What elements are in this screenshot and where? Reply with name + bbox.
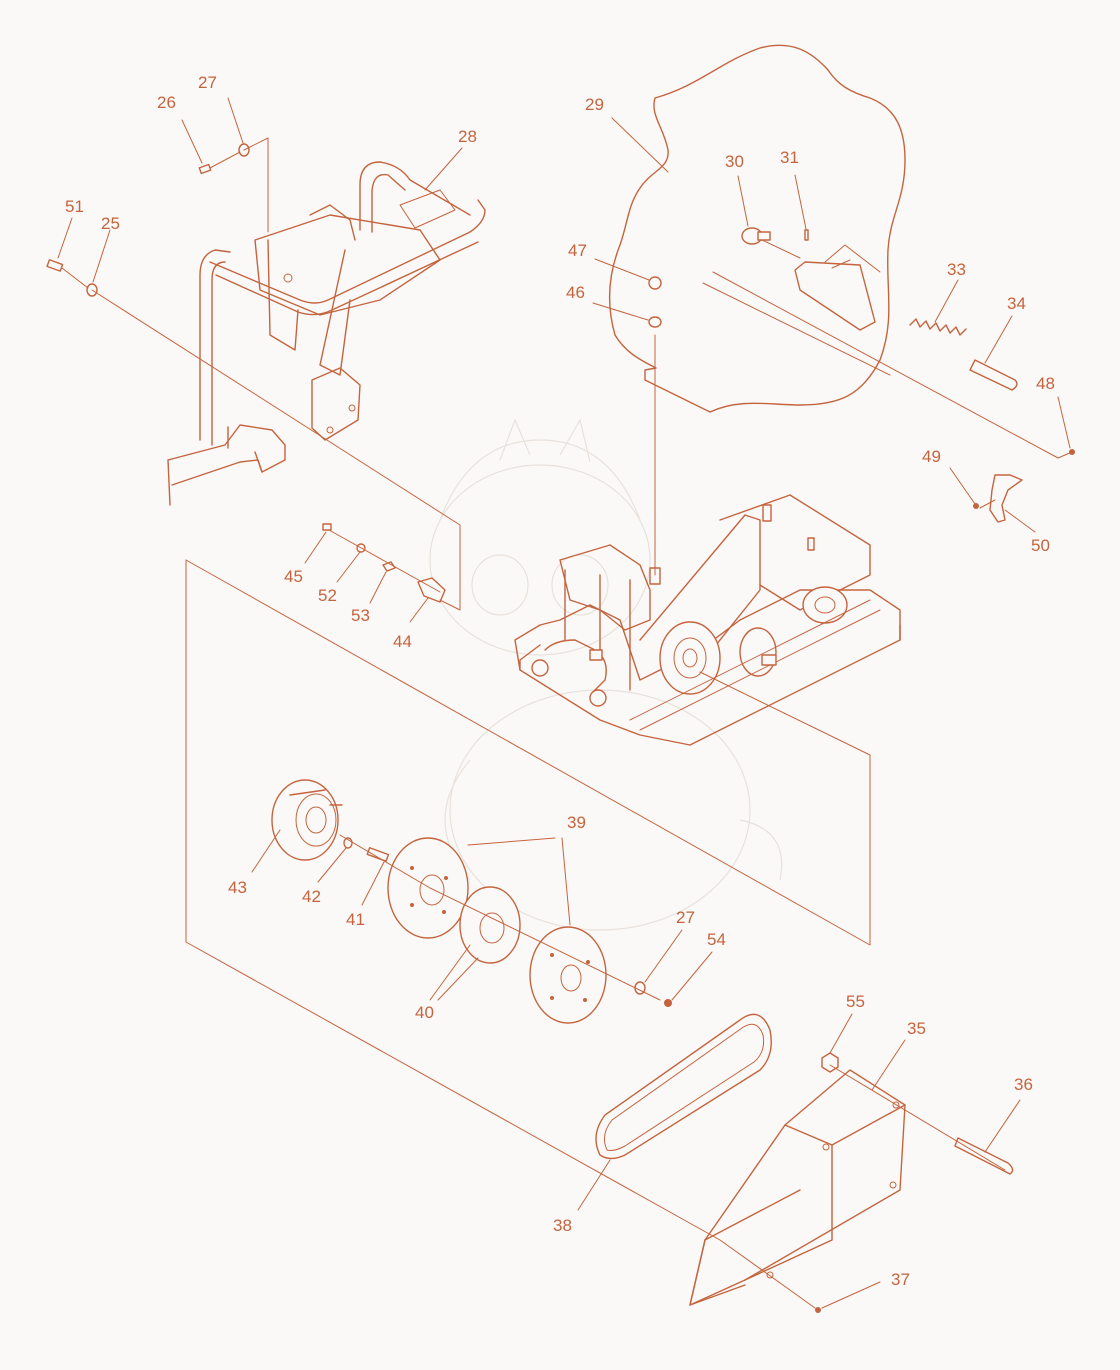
callout-46: 46	[566, 283, 585, 302]
callout-27b: 27	[676, 908, 695, 927]
callout-47: 47	[568, 241, 587, 260]
callout-28: 28	[458, 127, 477, 146]
belt-guard	[689, 1069, 906, 1306]
callout-52: 52	[318, 586, 337, 605]
callout-35: 35	[907, 1019, 926, 1038]
callout-44: 44	[393, 632, 412, 651]
callout-27a: 27	[198, 73, 217, 92]
callout-labels: 51 25 26 27 28 29 30 31 47 46 33 34 48 4…	[65, 73, 1055, 1289]
callout-40: 40	[415, 1003, 434, 1022]
base-plate-assembly	[514, 494, 901, 746]
watermark-mascot	[429, 418, 783, 931]
callout-29: 29	[585, 95, 604, 114]
callout-38: 38	[553, 1216, 572, 1235]
callout-53: 53	[351, 606, 370, 625]
rubber-mount-panel	[608, 44, 906, 413]
v-belt	[595, 1013, 772, 1160]
callout-39: 39	[567, 813, 586, 832]
callout-50: 50	[1031, 536, 1050, 555]
callout-34: 34	[1007, 294, 1026, 313]
callout-55: 55	[846, 992, 865, 1011]
callout-36: 36	[1014, 1075, 1033, 1094]
callout-45: 45	[284, 567, 303, 586]
callout-26: 26	[157, 93, 176, 112]
callout-48: 48	[1036, 374, 1055, 393]
callout-42: 42	[302, 887, 321, 906]
clutch-assembly	[271, 779, 607, 1024]
callout-37: 37	[891, 1270, 910, 1289]
callout-31: 31	[780, 148, 799, 167]
callout-leaders	[57, 97, 1071, 1309]
callout-25: 25	[101, 214, 120, 233]
callout-33: 33	[947, 260, 966, 279]
assembly-guide-lines	[61, 137, 1073, 1309]
handle-frame	[167, 161, 486, 506]
callout-54: 54	[707, 930, 726, 949]
callout-41: 41	[346, 910, 365, 929]
hardware-parts	[46, 143, 1075, 1313]
callout-49: 49	[922, 447, 941, 466]
callout-43: 43	[228, 878, 247, 897]
callout-51: 51	[65, 197, 84, 216]
callout-30: 30	[725, 152, 744, 171]
